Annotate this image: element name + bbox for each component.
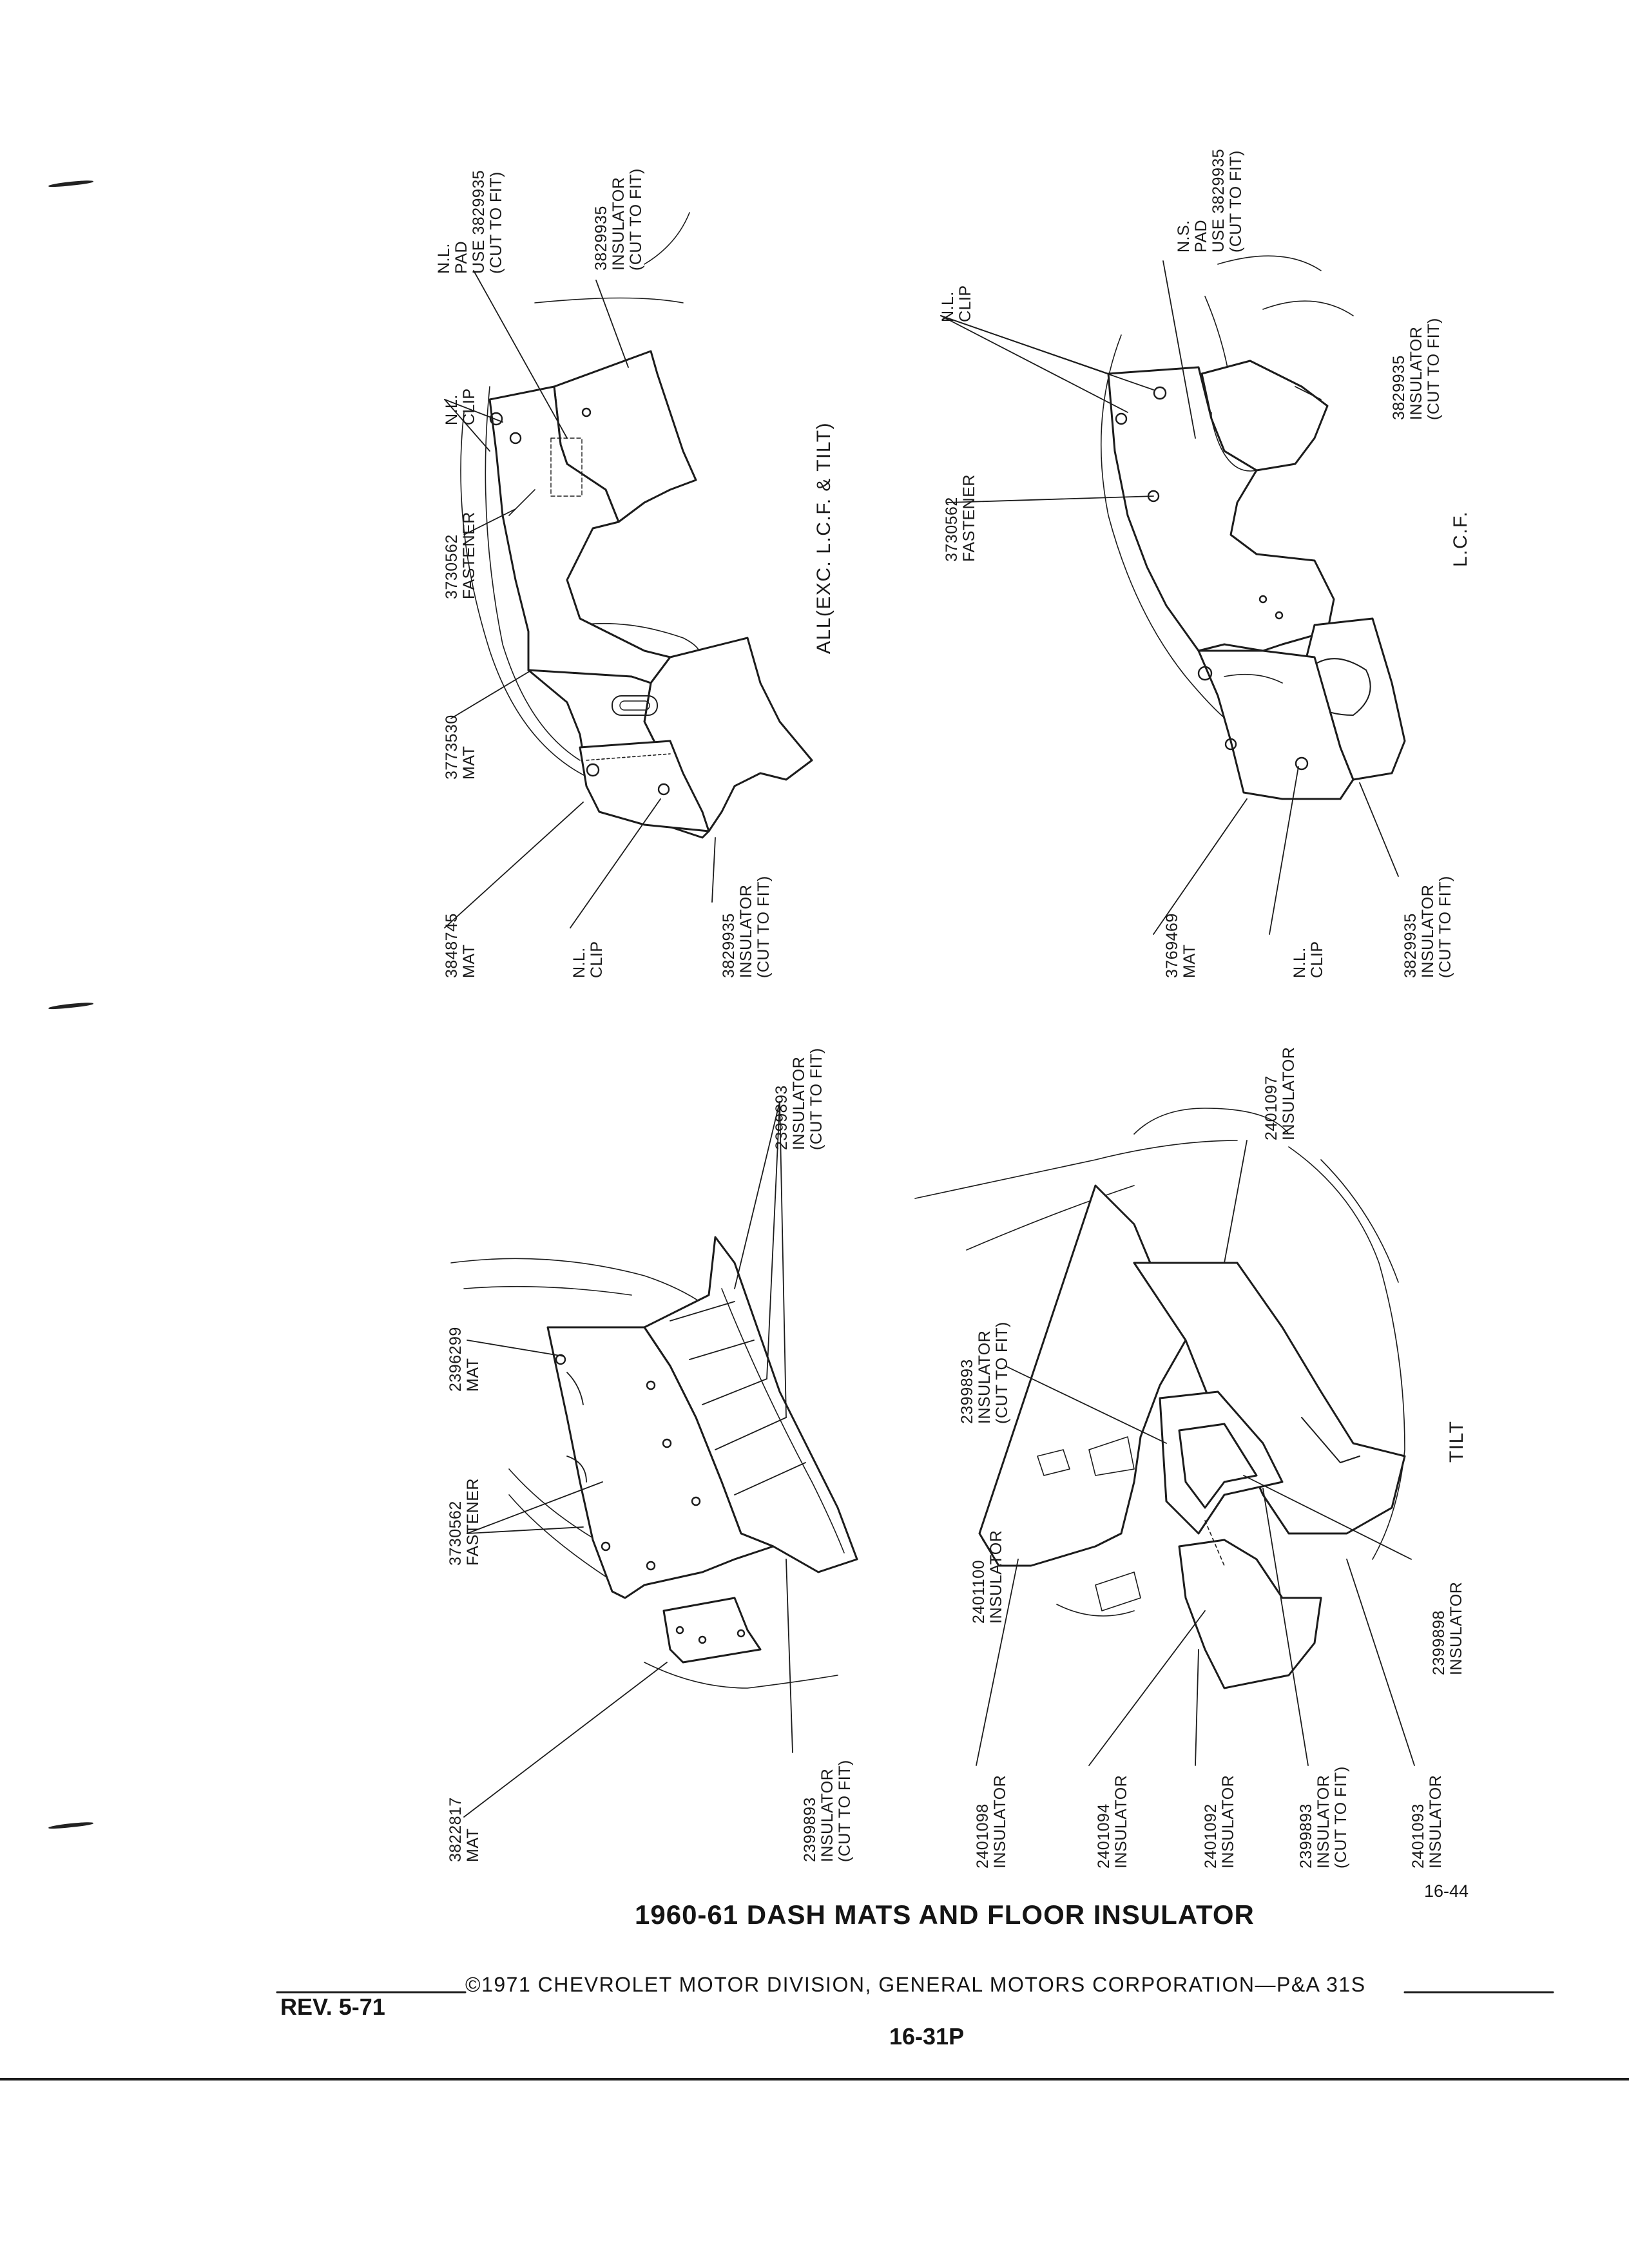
diagram-bottom-left [451, 1102, 857, 1817]
revision-date: REV. 5-71 [280, 1994, 385, 2020]
page-number: 16-31P [889, 2023, 965, 2050]
callout-nl-clip-lower: N.L.CLIP [1291, 941, 1326, 978]
diagram-top-right [941, 256, 1405, 934]
callout-nl-clip: N.L.CLIP [443, 388, 478, 425]
footer-rules [0, 1992, 1629, 2079]
page-title: 1960-61 DASH MATS AND FLOOR INSULATOR [635, 1899, 1255, 1930]
callout-nl-clip-lower: N.L.CLIP [570, 941, 606, 978]
caption-all-exc-lcf-tilt: ALL(EXC. L.C.F. & TILT) [813, 421, 834, 654]
callout-nl-clip: N.L.CLIP [939, 285, 974, 322]
copyright-line: ©1971 CHEVROLET MOTOR DIVISION, GENERAL … [465, 1973, 1366, 1996]
diagram-bottom-right [915, 1108, 1414, 1765]
diagram-top-left [445, 213, 812, 928]
caption-lcf: L.C.F. [1450, 510, 1471, 567]
figure-number: 16-44 [1424, 1881, 1469, 1901]
caption-tilt: TILT [1446, 1420, 1467, 1463]
